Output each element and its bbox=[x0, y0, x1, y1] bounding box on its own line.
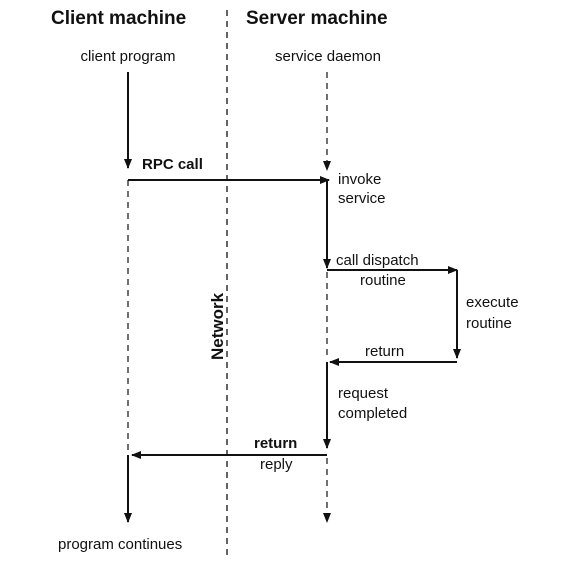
invoke-service-label-line2: service bbox=[338, 190, 386, 207]
return-reply-label-line2: reply bbox=[260, 456, 293, 473]
return-inner-label: return bbox=[365, 343, 405, 360]
server-machine-header: Server machine bbox=[246, 8, 388, 29]
rpc-call-label: RPC call bbox=[142, 156, 203, 173]
request-completed-label-line2: completed bbox=[338, 405, 408, 422]
invoke-service-label-line1: invoke bbox=[338, 171, 382, 188]
client-machine-header: Client machine bbox=[51, 8, 187, 29]
network-label: Network bbox=[208, 292, 227, 360]
execute-routine-label-line2: routine bbox=[466, 315, 512, 332]
service-daemon-label: service daemon bbox=[275, 48, 381, 65]
call-dispatch-label-line2: routine bbox=[360, 272, 406, 289]
return-reply-label-line1: return bbox=[254, 435, 298, 452]
program-continues-label: program continues bbox=[58, 536, 183, 553]
request-completed-label-line1: request bbox=[338, 385, 389, 402]
client-program-label: client program bbox=[80, 48, 176, 65]
call-dispatch-label-line1: call dispatch bbox=[336, 252, 419, 269]
execute-routine-label-line1: execute bbox=[466, 294, 519, 311]
